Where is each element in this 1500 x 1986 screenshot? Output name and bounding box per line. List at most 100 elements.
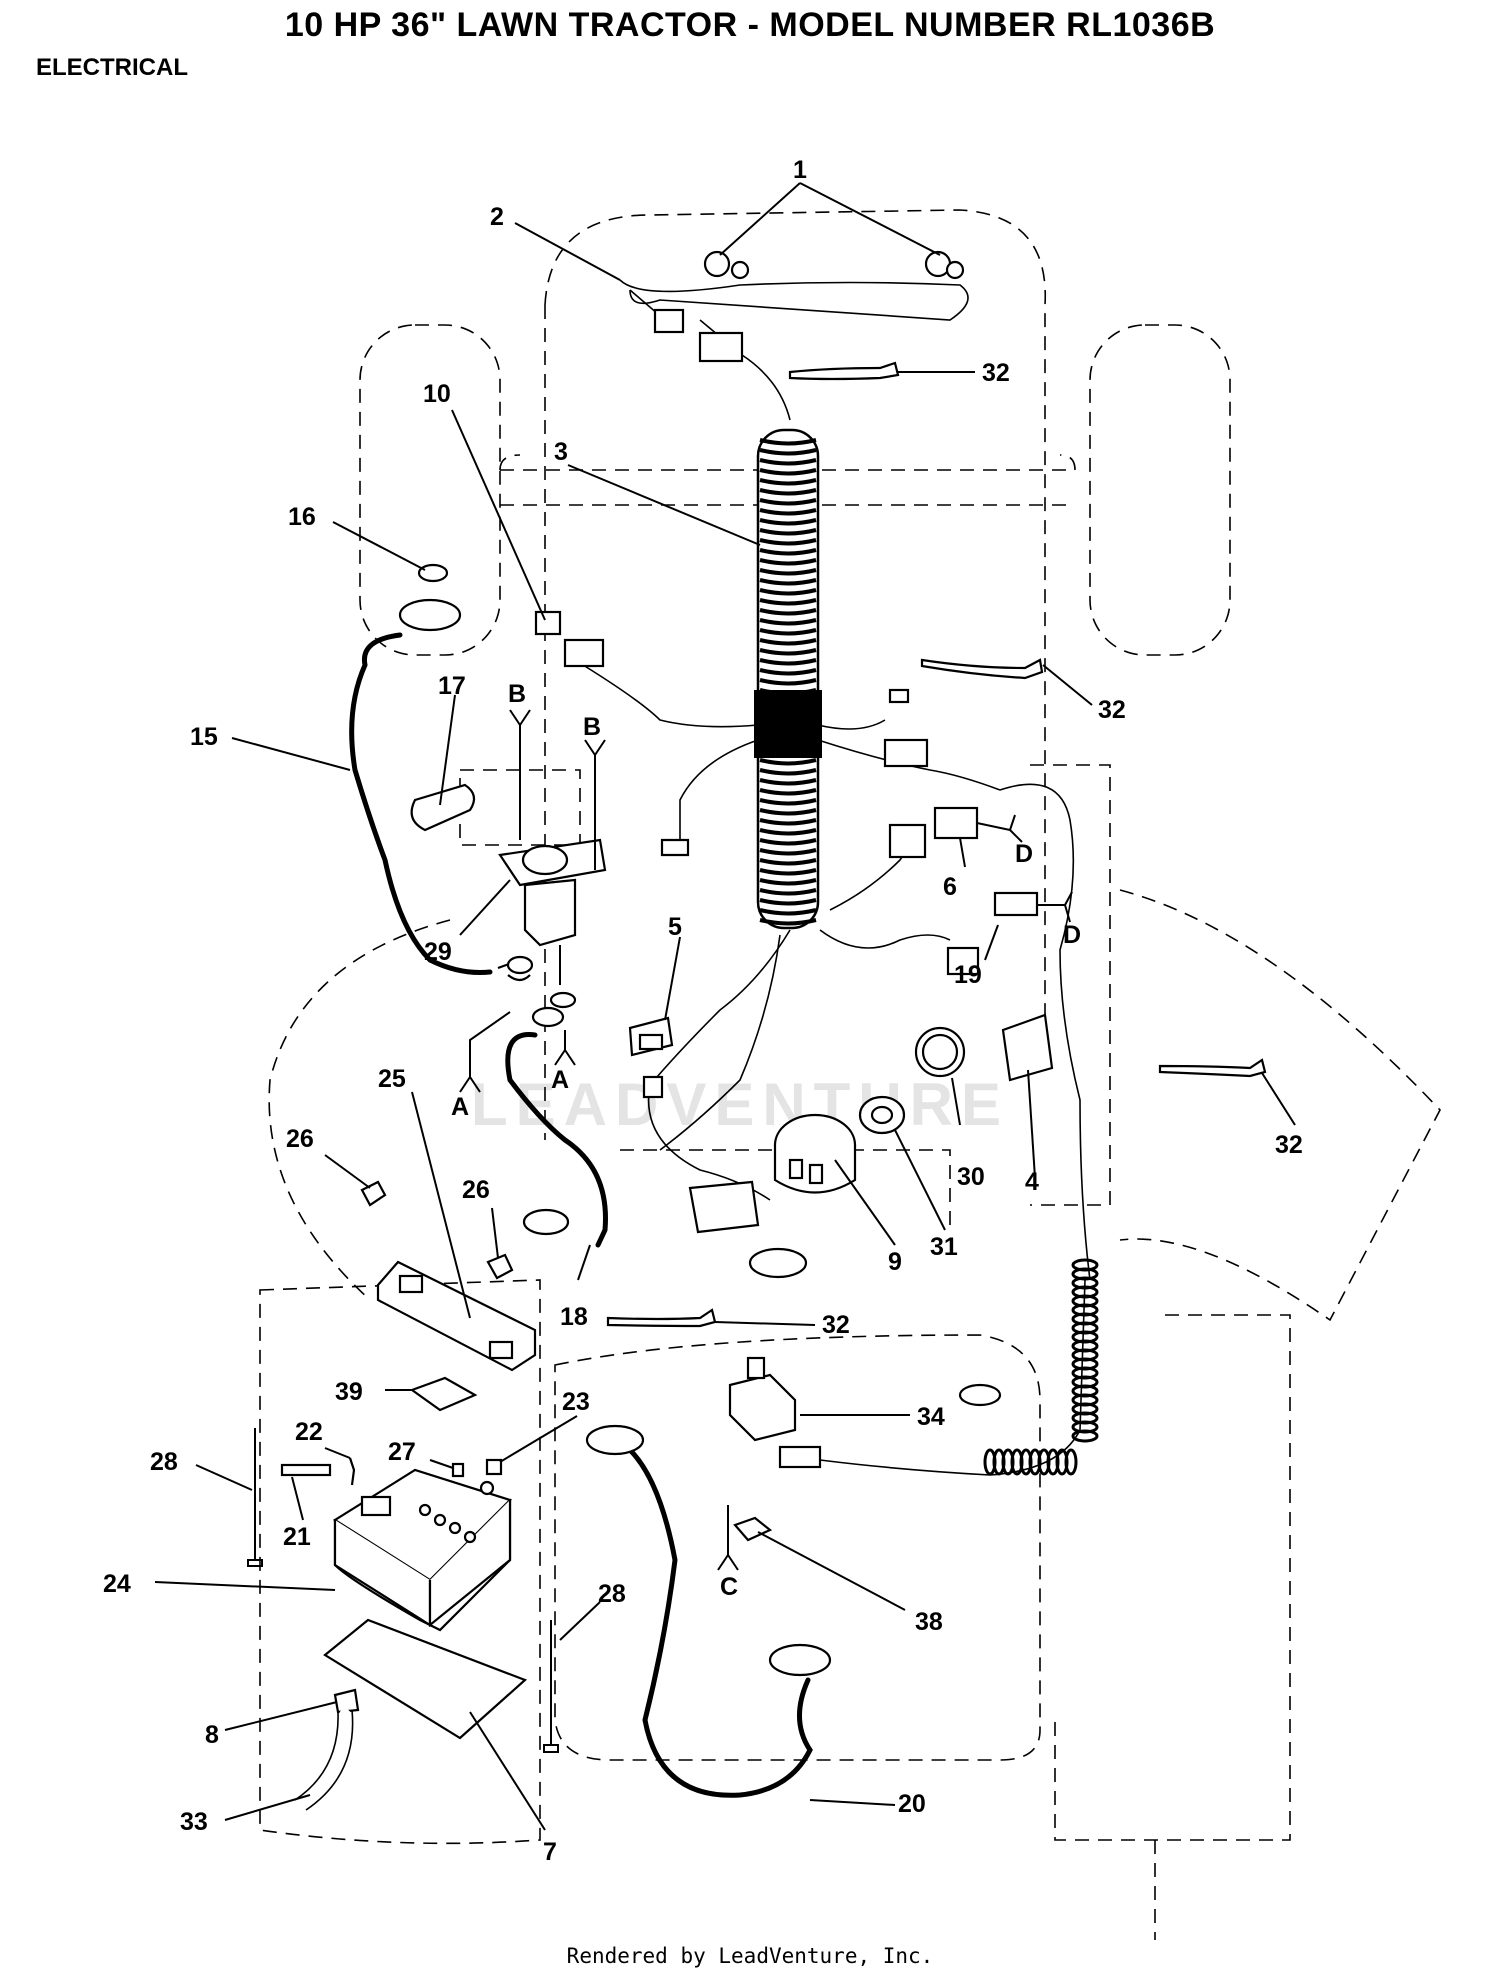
cable-tie-32d [606,1308,717,1328]
clip-38 [733,1516,773,1542]
connector-upper-right [883,738,929,768]
callout-34: 34 [917,1403,945,1431]
callout-10: 10 [423,380,451,408]
vent-tube [294,1709,352,1811]
callout-1: 1 [793,156,807,184]
callout-32c: 32 [1275,1131,1303,1159]
terminal-23 [485,1458,503,1476]
coil-loop [1064,1448,1078,1476]
callout-3: 3 [554,438,568,466]
battery-cable-20 [627,1447,813,1798]
battery [332,1468,513,1632]
washer-a [506,955,534,975]
wing-nut-26a [360,1180,387,1207]
callout-39: 39 [335,1378,363,1406]
callout-28b: 28 [598,1580,626,1608]
wing-nut-26b [486,1253,514,1280]
connector-small [888,688,910,704]
ref-mark-a2 [554,1030,576,1066]
callout-4: 4 [1025,1168,1039,1196]
callout-d2: D [1063,921,1081,949]
section-label: ELECTRICAL [36,54,188,81]
starter-solenoid [498,838,607,985]
callout-c: C [720,1573,738,1601]
callout-31: 31 [930,1233,958,1261]
callout-6: 6 [943,873,957,901]
callout-26a: 26 [286,1125,314,1153]
callout-16: 16 [288,503,316,531]
callout-24: 24 [103,1570,131,1598]
callout-27: 27 [388,1438,416,1466]
connector-10b [563,638,605,668]
bolt-21 [280,1463,332,1477]
callout-9: 9 [888,1248,902,1276]
callout-21: 21 [283,1523,311,1551]
callout-a2: A [551,1066,569,1094]
washer-22 [348,1457,356,1486]
coil-wire [819,1279,1086,1476]
watermark: LEADVENTURE [471,1071,1009,1138]
footer-credit: Rendered by LeadVenture, Inc. [566,1944,934,1968]
callout-labels: 1 2 32 10 3 16 17 B B 15 32 D 6 29 5 D 1… [103,156,1303,1866]
vent-fitting [333,1688,360,1714]
harness-connector-a [653,308,685,334]
callout-32a: 32 [982,359,1010,387]
callout-32b: 32 [1098,696,1126,724]
callout-2: 2 [490,203,504,231]
brake-switch-34 [728,1373,797,1442]
main-wiring-harness [574,659,1091,1281]
callout-18: 18 [560,1303,588,1331]
battery-tray [323,1618,528,1740]
headlight-bulbs [703,250,965,280]
coil-loop [1071,1429,1099,1443]
harness-connector-b [698,331,744,363]
callout-7: 7 [543,1838,557,1866]
cable-tie-32b [920,658,1044,680]
ref-mark-b1 [509,709,531,840]
switch-19 [993,891,1039,917]
callout-8: 8 [205,1721,219,1749]
callout-38: 38 [915,1608,943,1636]
callout-22: 22 [295,1418,323,1446]
terminal-boot [410,783,476,832]
callout-b1: B [508,680,526,708]
leader-lines [154,182,1296,1831]
connector-5b [642,1075,664,1099]
harness-loom-tube [754,428,822,930]
callout-a1: A [451,1093,469,1121]
ignition-switch [773,1113,857,1194]
harness-plug [688,1180,760,1234]
callout-d1: D [1015,840,1033,868]
battery-cable-18 [505,1032,608,1248]
callout-29: 29 [424,938,452,966]
bolt-28a [247,1428,263,1567]
module-4 [1001,1013,1054,1082]
callout-19: 19 [954,961,982,989]
cable-tie-32a [788,361,900,381]
callout-33: 33 [180,1808,208,1836]
nut-27 [451,1462,465,1478]
ref-mark-a1 [459,1011,511,1093]
callout-26b: 26 [462,1176,490,1204]
callout-28a: 28 [150,1448,178,1476]
ref-mark-b2 [584,739,606,870]
coil-wire-spring [983,1258,1099,1476]
callout-5: 5 [668,913,682,941]
battery-cable-15 [349,632,493,975]
bolt-28b [543,1620,559,1753]
callout-32d: 32 [822,1311,850,1339]
page-title: 10 HP 36" LAWN TRACTOR - MODEL NUMBER RL… [284,6,1216,44]
ground-lug [660,838,690,857]
cable-tie-32c [1158,1058,1267,1078]
battery-pad [409,1376,478,1412]
callout-25: 25 [378,1065,406,1093]
callout-30: 30 [957,1163,985,1191]
washer-16 [417,563,449,583]
connector-10 [534,610,562,636]
ref-mark-d2 [1037,891,1073,923]
callout-17: 17 [438,672,466,700]
callout-20: 20 [898,1790,926,1818]
callout-15: 15 [190,723,218,751]
ref-mark-d1 [976,814,1023,843]
